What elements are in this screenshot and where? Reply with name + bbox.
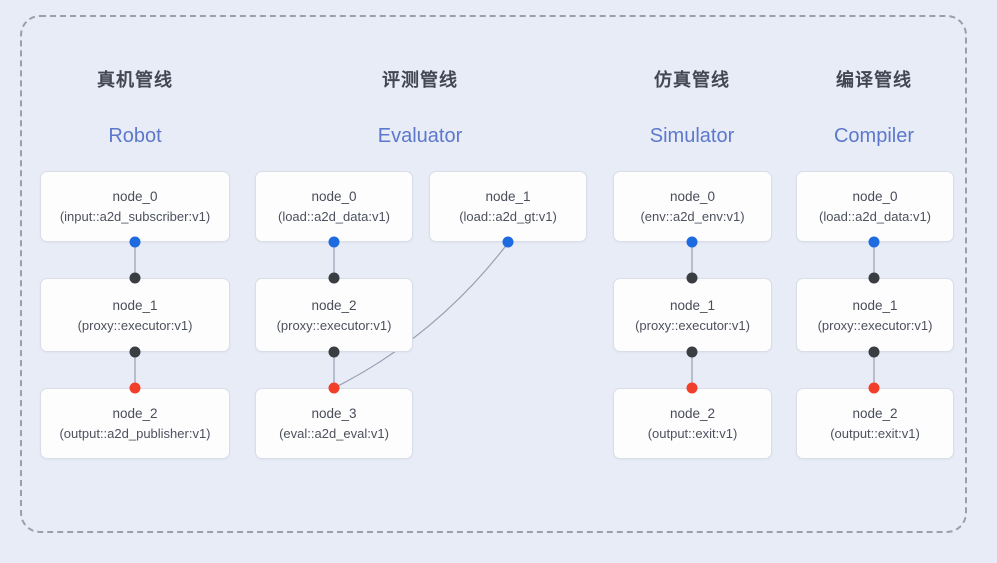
node-type: (proxy::executor:v1) bbox=[77, 317, 193, 333]
red-port-dot bbox=[328, 382, 340, 394]
edge-curve bbox=[333, 242, 509, 389]
node-box-evaluator-2: node_2 (proxy::executor:v1) bbox=[255, 278, 413, 352]
node-box-evaluator-1: node_1 (load::a2d_gt:v1) bbox=[429, 171, 587, 242]
node-type: (load::a2d_data:v1) bbox=[277, 209, 391, 224]
node-name: node_1 bbox=[112, 297, 158, 313]
blue-port-dot bbox=[868, 236, 880, 248]
node-name: node_2 bbox=[311, 297, 357, 313]
node-box-compiler-0: node_0 (load::a2d_data:v1) bbox=[796, 171, 954, 242]
node-box-compiler-1: node_1 (proxy::executor:v1) bbox=[796, 278, 954, 352]
black-port-dot bbox=[868, 272, 880, 284]
node-name: node_0 bbox=[112, 189, 158, 204]
pipeline-title-zh-robot: 真机管线 bbox=[97, 70, 173, 90]
blue-port-dot bbox=[686, 236, 698, 248]
red-port-dot bbox=[129, 382, 141, 394]
node-box-compiler-2: node_2 (output::exit:v1) bbox=[796, 388, 954, 459]
red-port-dot bbox=[868, 382, 880, 394]
node-name: node_3 bbox=[311, 406, 357, 421]
node-name: node_0 bbox=[669, 189, 716, 204]
node-name: node_2 bbox=[669, 406, 716, 421]
node-box-simulator-2: node_2 (output::exit:v1) bbox=[613, 388, 772, 459]
node-box-simulator-1: node_1 (proxy::executor:v1) bbox=[613, 278, 772, 352]
pipeline-title-zh-simulator: 仿真管线 bbox=[654, 70, 730, 90]
black-port-dot bbox=[129, 272, 141, 284]
blue-port-dot bbox=[129, 236, 141, 248]
node-type: (output::exit:v1) bbox=[830, 426, 920, 441]
node-box-robot-1: node_1 (proxy::executor:v1) bbox=[40, 278, 230, 352]
pipeline-title-en-simulator: Simulator bbox=[649, 125, 735, 147]
blue-port-dot bbox=[328, 236, 340, 248]
black-port-dot bbox=[129, 346, 141, 358]
node-name: node_2 bbox=[852, 406, 898, 421]
black-port-dot bbox=[328, 272, 340, 284]
node-type: (proxy::executor:v1) bbox=[817, 317, 933, 333]
node-type: (proxy::executor:v1) bbox=[635, 317, 750, 333]
node-type: (proxy::executor:v1) bbox=[276, 317, 392, 333]
pipeline-title-en-evaluator: Evaluator bbox=[377, 125, 463, 147]
node-name: node_1 bbox=[852, 297, 898, 313]
blue-port-dot bbox=[502, 236, 514, 248]
node-box-robot-0: node_0 (input::a2d_subscriber:v1) bbox=[40, 171, 230, 242]
pipeline-title-zh-evaluator: 评测管线 bbox=[382, 70, 458, 90]
black-port-dot bbox=[686, 272, 698, 284]
node-name: node_1 bbox=[669, 297, 716, 313]
pipeline-title-zh-compiler: 编译管线 bbox=[836, 70, 912, 90]
dashed-frame bbox=[20, 15, 967, 533]
node-name: node_1 bbox=[485, 189, 531, 204]
pipeline-title-en-robot: Robot bbox=[108, 125, 162, 147]
node-type: (eval::a2d_eval:v1) bbox=[279, 426, 389, 441]
black-port-dot bbox=[686, 346, 698, 358]
black-port-dot bbox=[328, 346, 340, 358]
node-type: (output::exit:v1) bbox=[647, 426, 738, 441]
pipeline-title-en-compiler: Compiler bbox=[833, 125, 915, 147]
node-name: node_2 bbox=[112, 406, 158, 421]
node-name: node_0 bbox=[311, 189, 357, 204]
node-box-simulator-0: node_0 (env::a2d_env:v1) bbox=[613, 171, 772, 242]
red-port-dot bbox=[686, 382, 698, 394]
node-name: node_0 bbox=[852, 189, 898, 204]
node-type: (input::a2d_subscriber:v1) bbox=[59, 209, 211, 224]
node-type: (env::a2d_env:v1) bbox=[640, 209, 745, 224]
node-type: (load::a2d_gt:v1) bbox=[459, 209, 557, 224]
node-type: (output::a2d_publisher:v1) bbox=[59, 426, 211, 441]
node-box-robot-2: node_2 (output::a2d_publisher:v1) bbox=[40, 388, 230, 459]
node-type: (load::a2d_data:v1) bbox=[818, 209, 932, 224]
black-port-dot bbox=[868, 346, 880, 358]
node-box-evaluator-3: node_3 (eval::a2d_eval:v1) bbox=[255, 388, 413, 459]
node-box-evaluator-0: node_0 (load::a2d_data:v1) bbox=[255, 171, 413, 242]
